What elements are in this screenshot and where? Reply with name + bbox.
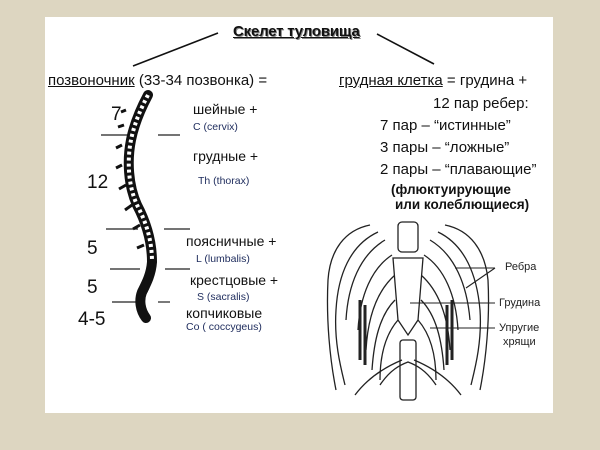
spine-heading-rest: (33-34 позвонка) =: [134, 72, 268, 89]
diagram-sheet: [45, 17, 553, 413]
spine-count-thoracic: 12: [87, 172, 109, 193]
spine-latin-lumbar: L (lumbalis): [196, 253, 250, 265]
spine-heading-term: позвоночник: [48, 72, 135, 89]
spine-region-sacral: крестцовые +: [190, 272, 279, 288]
thorax-heading: грудная клетка = грудина +: [339, 72, 527, 89]
thorax-ribs-total: 12 пар ребер:: [433, 95, 529, 112]
floating-ribs-note-line2: или колеблющиеся): [395, 197, 530, 212]
spine-region-thoracic: грудные +: [193, 148, 259, 164]
floating-ribs-note-line1: (флюктуирующие: [391, 182, 511, 197]
diagram-title: Скелет туловища: [233, 23, 360, 40]
rib-group-floating: 2 пары – “плавающие”: [380, 161, 537, 178]
rib-group-false: 3 пары – “ложные”: [380, 139, 510, 156]
spine-count-cervical: 7: [111, 104, 122, 125]
spine-region-coccygeal: копчиковые: [186, 305, 263, 321]
figure-label-ribs: Ребра: [505, 261, 537, 273]
spine-latin-coccygeal: Co ( coccygeus): [186, 321, 262, 333]
figure-label-cartilage-2: хрящи: [503, 336, 536, 348]
ribcage-illustration: [326, 221, 490, 401]
figure-label-pointers: [410, 267, 496, 329]
spine-region-lumbar: поясничные +: [186, 233, 277, 249]
spine-section-separators: [101, 134, 190, 303]
spine-count-coccygeal: 4-5: [78, 309, 106, 330]
spine-count-sacral: 5: [87, 277, 98, 298]
title-connector-right: [376, 33, 435, 65]
thorax-heading-term: грудная клетка: [339, 72, 443, 89]
spine-latin-sacral: S (sacralis): [197, 291, 250, 303]
thorax-heading-rest: = грудина +: [442, 72, 528, 89]
figure-label-cartilage-1: Упругие: [499, 322, 540, 334]
spine-count-lumbar: 5: [87, 238, 98, 259]
figure-label-sternum: Грудина: [499, 297, 541, 309]
spine-illustration: [115, 90, 158, 323]
spine-latin-cervical: C (cervix): [193, 121, 238, 133]
spine-latin-thoracic: Th (thorax): [198, 175, 250, 187]
spine-heading: позвоночник (33-34 позвонка) =: [48, 72, 267, 89]
spine-region-cervical: шейные +: [193, 101, 258, 117]
title-connector-left: [132, 32, 219, 67]
rib-group-true: 7 пар – “истинные”: [380, 117, 511, 134]
